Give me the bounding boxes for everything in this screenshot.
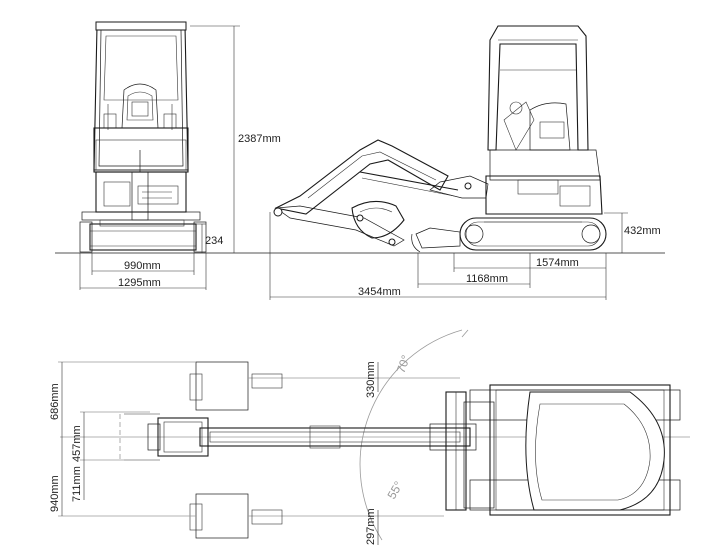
side-length-dimensions: 1574mm 1168mm 3454mm [269,212,607,300]
top-offset-upper-label: 330mm [365,361,377,398]
front-clearance-dimension: 234 [196,223,223,253]
side-track-height-dimension: 432mm [604,212,661,253]
front-height-label: 2387mm [238,133,281,145]
front-view [79,21,207,253]
side-tumbler-distance-label: 1168mm [466,273,508,285]
top-left-inner-label: 457mm [71,425,83,462]
swing-right-angle-label: 55° [384,479,405,502]
top-offset-lower-label: 297mm [365,508,377,545]
top-right-dimensions: 940mm 711mm [49,437,196,517]
side-track-height-label: 432mm [624,225,661,237]
swing-left-angle-label: 70° [394,353,413,375]
front-clearance-label: 234 [205,235,223,247]
top-view [60,329,690,541]
side-overall-length-label: 3454mm [358,286,401,298]
top-left-offset-label: 686mm [49,383,61,420]
front-width-dimensions: 990mm 1295mm [79,253,207,290]
front-track-width-label: 990mm [124,260,161,272]
top-right-offset-label: 940mm [49,475,61,512]
side-tail-length-label: 1574mm [536,257,579,269]
top-offset-dimensions: 330mm 297mm [365,361,379,545]
side-view [273,25,607,253]
front-overall-width-label: 1295mm [118,277,161,289]
top-left-dimensions: 686mm 457mm [49,361,196,462]
top-right-inner-label: 711mm [71,466,83,502]
front-height-dimension: 2387mm [190,25,281,253]
